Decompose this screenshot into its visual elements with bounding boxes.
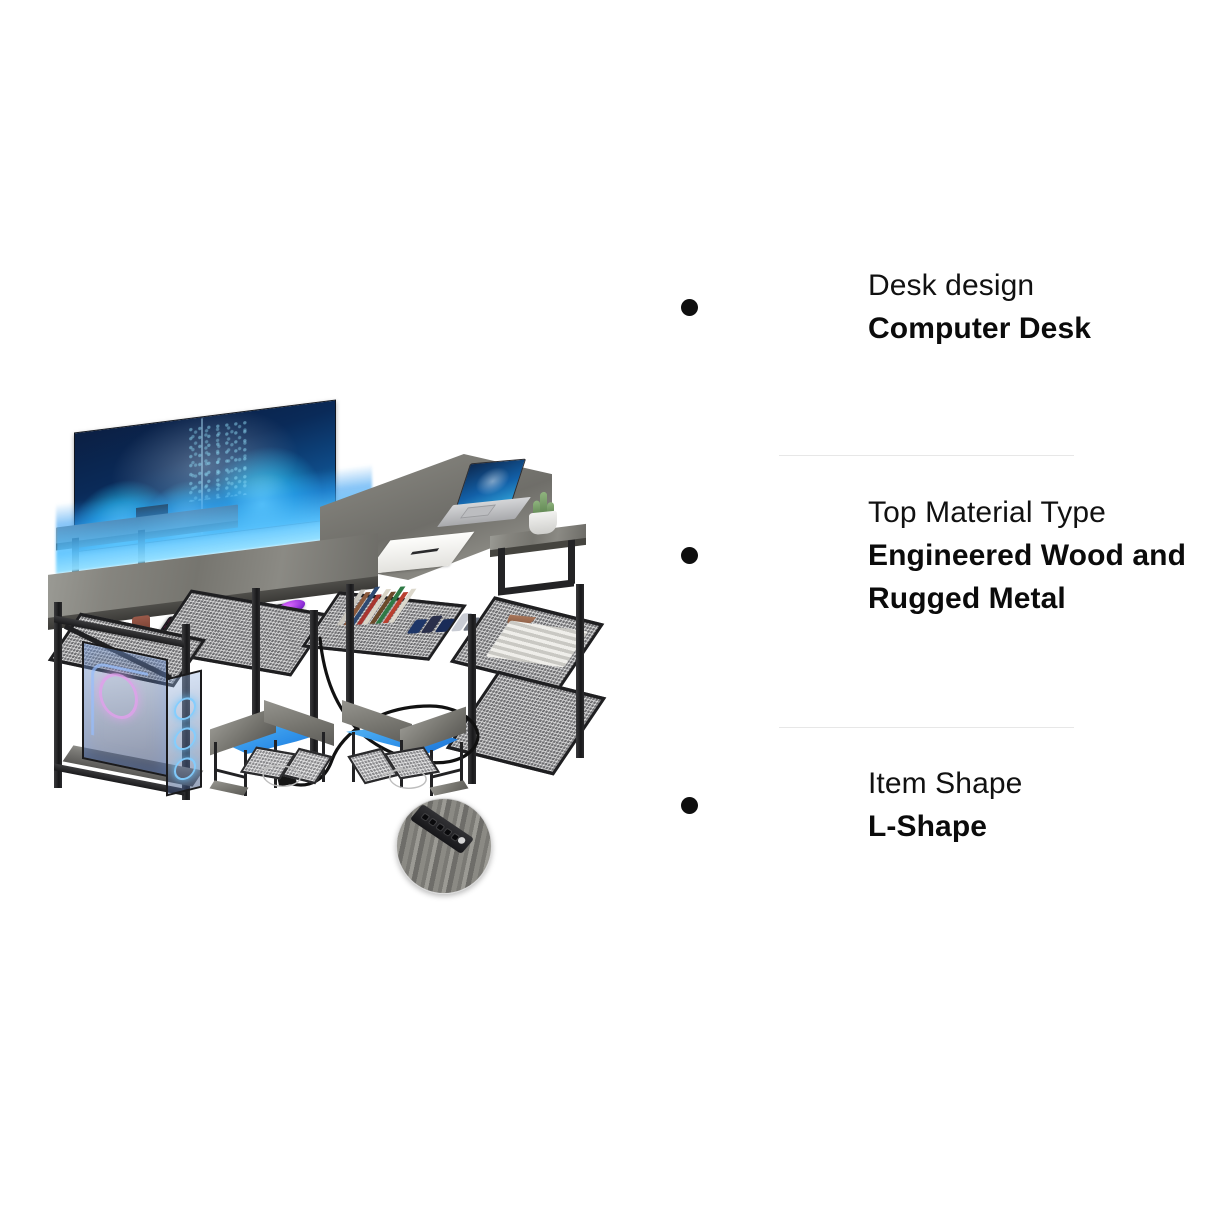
spec-label: Item Shape [868, 767, 1023, 800]
desk-leg [252, 588, 260, 720]
reversible-config-thumbnail-right [332, 699, 480, 805]
bullet-icon [681, 797, 698, 814]
reversible-config-thumbnail-left [202, 699, 350, 805]
desk-leg [346, 584, 354, 712]
spec-divider [779, 727, 1074, 728]
power-strip-inset [396, 798, 492, 894]
desk-leg [54, 602, 62, 788]
desk-leg [468, 614, 476, 784]
product-image [0, 0, 640, 1214]
power-switch [456, 835, 468, 845]
thumbnail-cord [381, 767, 427, 789]
bullet-icon [681, 299, 698, 316]
spec-label: Desk design [868, 269, 1035, 302]
desk-scene [20, 388, 607, 894]
spec-value: Computer Desk [868, 312, 1092, 345]
bullet-icon [681, 547, 698, 564]
spec-divider [779, 455, 1074, 456]
spec-item-item-shape: Item Shape L-Shape [640, 767, 1214, 843]
desk-leg [310, 610, 318, 764]
thumbnail-cord [259, 765, 301, 787]
spec-item-top-material-type: Top Material Type Engineered Wood and Ru… [640, 496, 1214, 615]
spec-item-desk-design: Desk design Computer Desk [640, 269, 1214, 345]
desk-leg [576, 584, 584, 758]
power-strip [409, 803, 475, 855]
spec-value: L-Shape [868, 810, 988, 843]
spec-value: Engineered Wood and Rugged Metal [868, 538, 1187, 615]
spec-label: Top Material Type [868, 495, 1106, 529]
spec-list: Desk design Computer Desk Top Material T… [640, 0, 1214, 1214]
